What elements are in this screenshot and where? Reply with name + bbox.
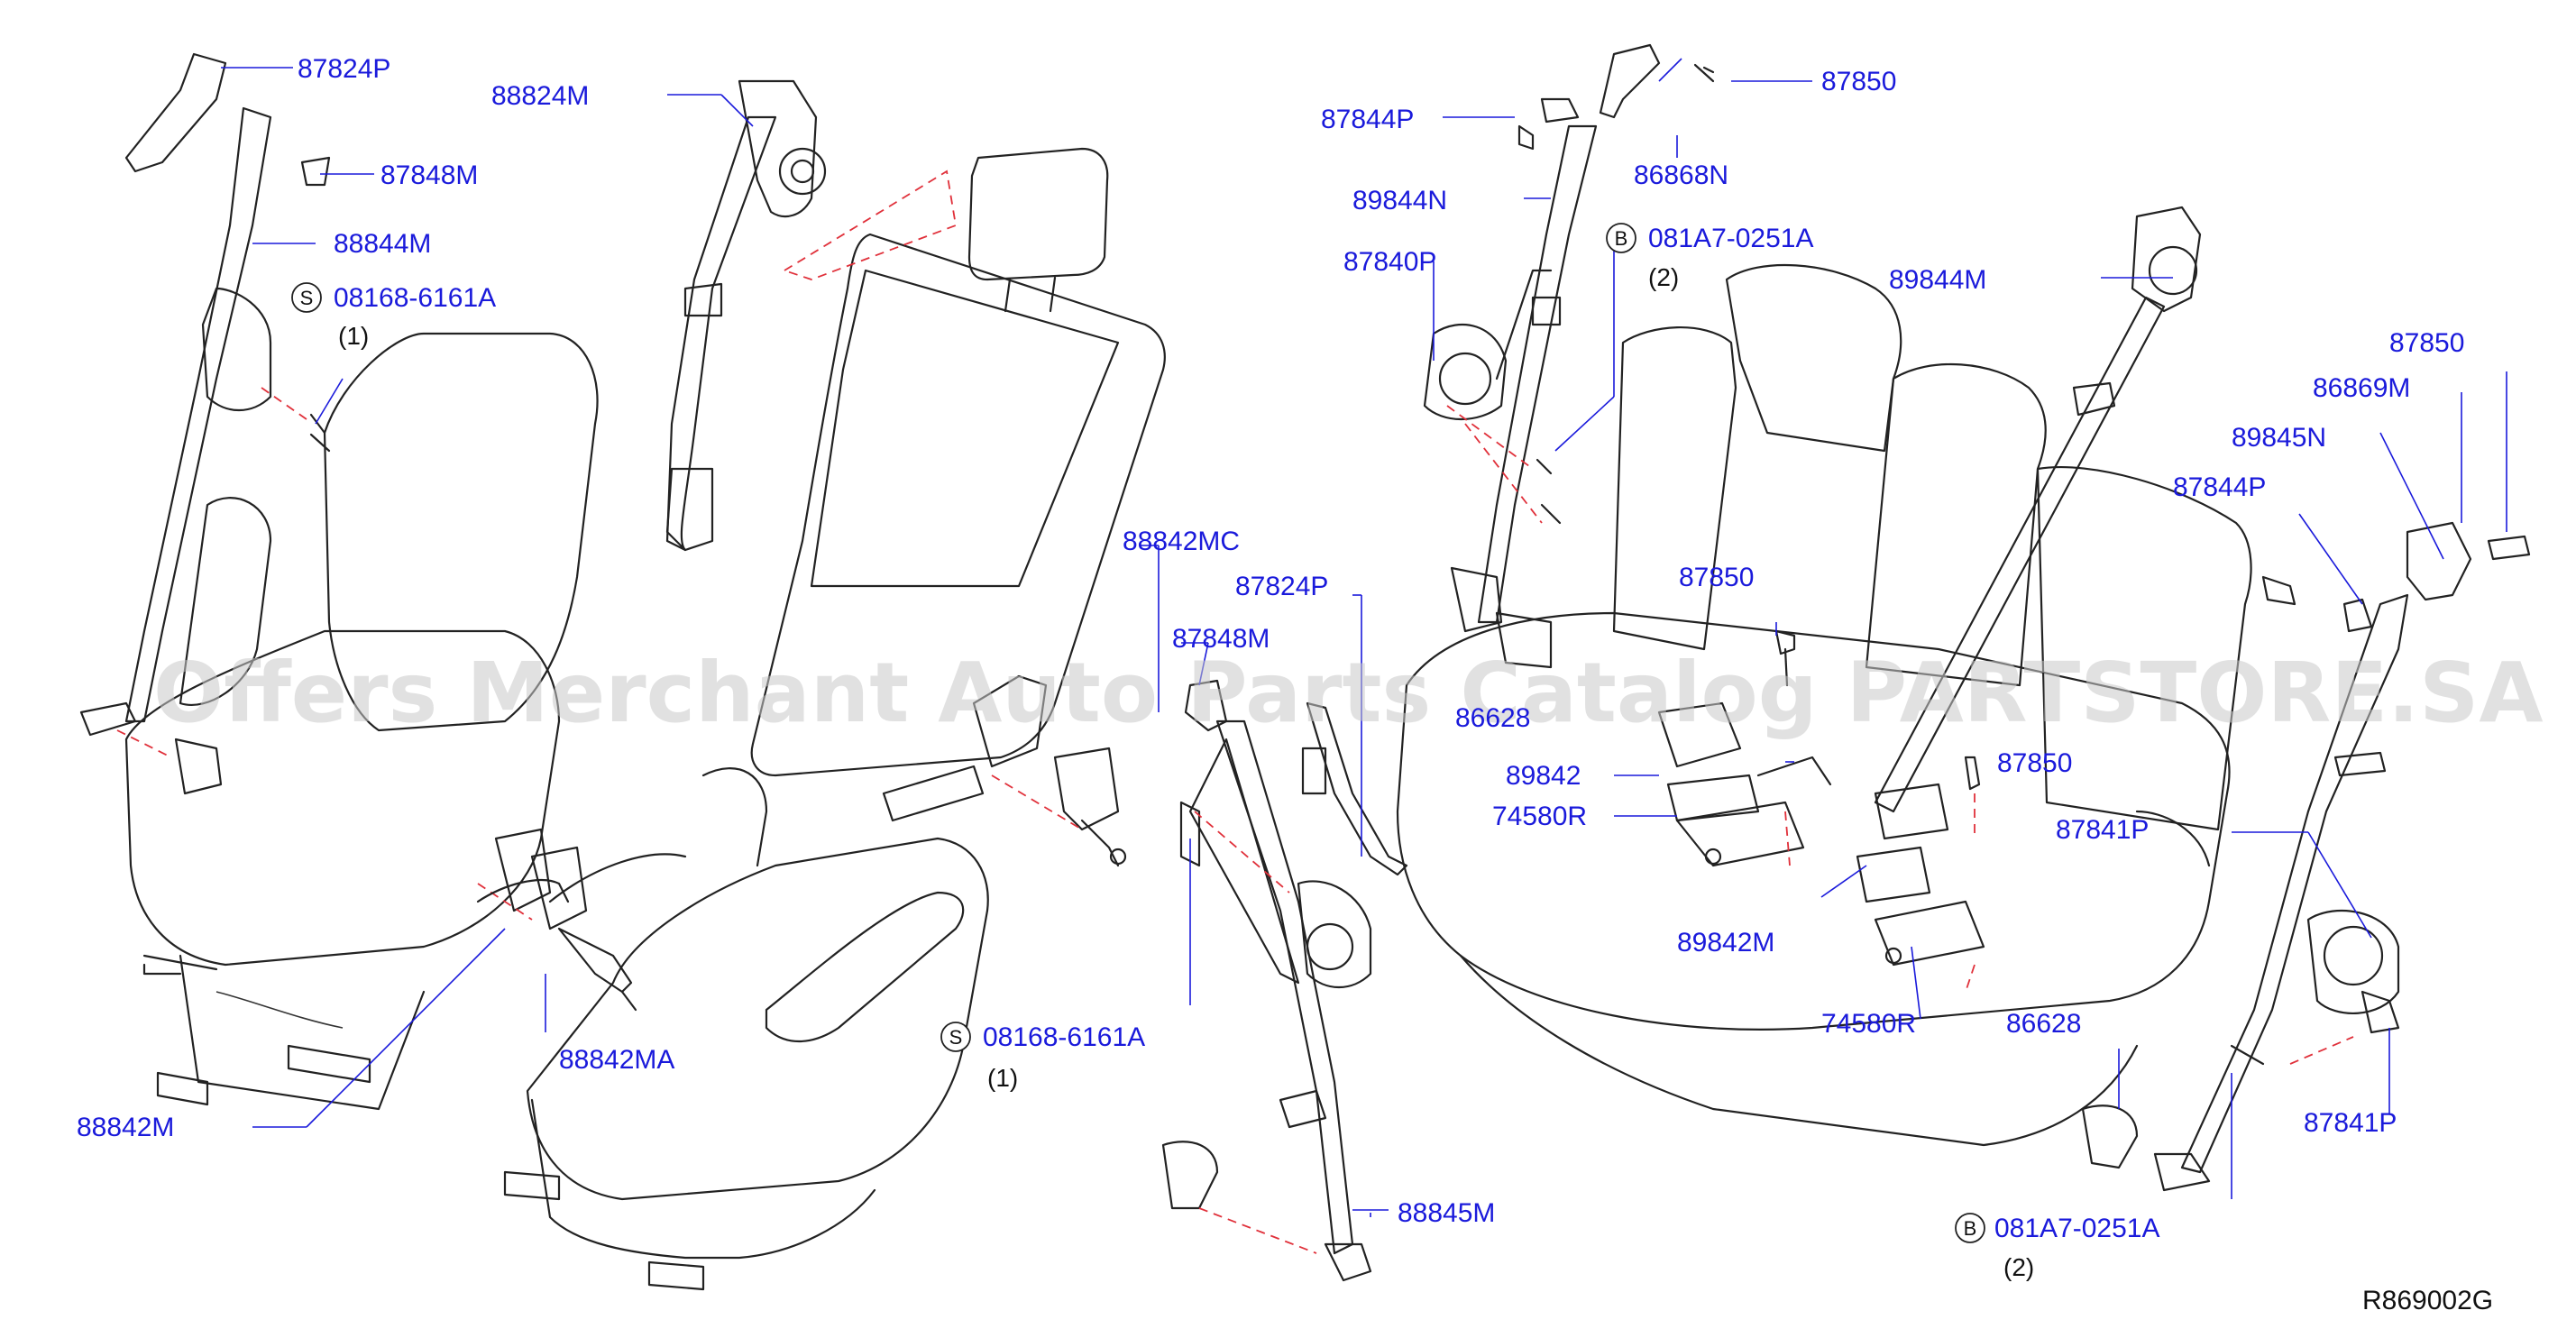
part-label[interactable]: 86869M [2313,373,2410,403]
seat-belt-88824m [665,79,827,552]
front-belt-assembly-left [79,52,331,795]
part-label[interactable]: 87850 [1821,67,1896,96]
part-label[interactable]: 86628 [1455,703,1530,733]
center-belt-88845m [1161,679,1408,1282]
quantity-notes: (1) (1) (2) (2) [338,263,2034,1281]
part-label[interactable]: 87850 [1679,563,1754,592]
part-label[interactable]: 87841P [2304,1108,2397,1138]
rear-center-retractor-89844m [1874,206,2202,840]
part-label[interactable]: 87844P [1321,105,1414,134]
figure-code: R869002G [2362,1286,2493,1315]
part-label[interactable]: 87841P [2056,815,2149,845]
part-label[interactable]: 87848M [380,160,478,190]
part-label[interactable]: 88824M [491,81,589,111]
rear-buckles-89842 [1657,629,1985,993]
part-label[interactable]: 88842MC [1123,527,1240,556]
part-label[interactable]: 86628 [2006,1009,2081,1039]
quantity-note: (1) [338,322,369,350]
left-front-seat [124,332,599,1111]
fastener-marker: S [949,1026,963,1049]
part-label[interactable]: 88845M [1398,1198,1495,1228]
quantity-note: (2) [1648,263,1679,291]
part-label[interactable]: 08168-6161A [334,283,496,313]
fastener-marker-circle [1955,1213,1985,1243]
fastener-marker: B [1964,1217,1977,1240]
part-label[interactable]: 88844M [334,229,431,259]
rear-right-belt-89845n [2081,521,2531,1192]
part-label[interactable]: 89844N [1352,186,1447,215]
part-label[interactable]: 88842MA [559,1045,674,1075]
rear-bench-seat [1396,263,2252,1147]
rear-left-belt-89844n [1423,43,1715,669]
leader-lines [221,58,2507,1217]
fastener-marker-circle [291,282,322,313]
part-label[interactable]: 87850 [2389,328,2464,358]
part-label[interactable]: 081A7-0251A [1994,1214,2160,1243]
part-label[interactable]: 081A7-0251A [1648,224,1814,253]
fastener-marker-circle [940,1022,971,1052]
part-label[interactable]: 89845N [2232,423,2326,453]
fastener-marker: B [1615,227,1628,250]
center-front-seat [476,147,1166,1291]
part-label[interactable]: 87844P [2173,472,2266,502]
quantity-note: (2) [2003,1253,2034,1281]
fastener-marker-circle [1606,223,1636,253]
part-label[interactable]: 88842M [77,1113,174,1142]
part-label[interactable]: 87848M [1172,624,1270,654]
fastener-marker: S [300,287,314,309]
part-label[interactable]: 89842 [1506,761,1581,791]
part-label[interactable]: 87840P [1343,247,1436,277]
part-label[interactable]: 87824P [298,54,390,84]
part-label[interactable]: 08168-6161A [983,1022,1145,1052]
watermark: Offers Merchant Auto Parts Catalog PARTS… [153,645,2544,741]
quantity-note: (1) [987,1064,1018,1092]
part-label[interactable]: 89844M [1889,265,1986,295]
part-label[interactable]: 89842M [1677,928,1774,958]
part-labels: 87824P 88824M 87848M 88844M 08168-6161A … [77,54,2464,1243]
part-label[interactable]: 74580R [1821,1009,1916,1039]
circled-markers: S S B B [291,223,1985,1243]
part-label[interactable]: 87850 [1997,748,2072,778]
center-buckle-88842mc [882,674,1127,867]
part-label[interactable]: 87824P [1235,572,1328,601]
part-label[interactable]: 74580R [1492,802,1587,831]
part-label[interactable]: 86868N [1634,160,1728,190]
